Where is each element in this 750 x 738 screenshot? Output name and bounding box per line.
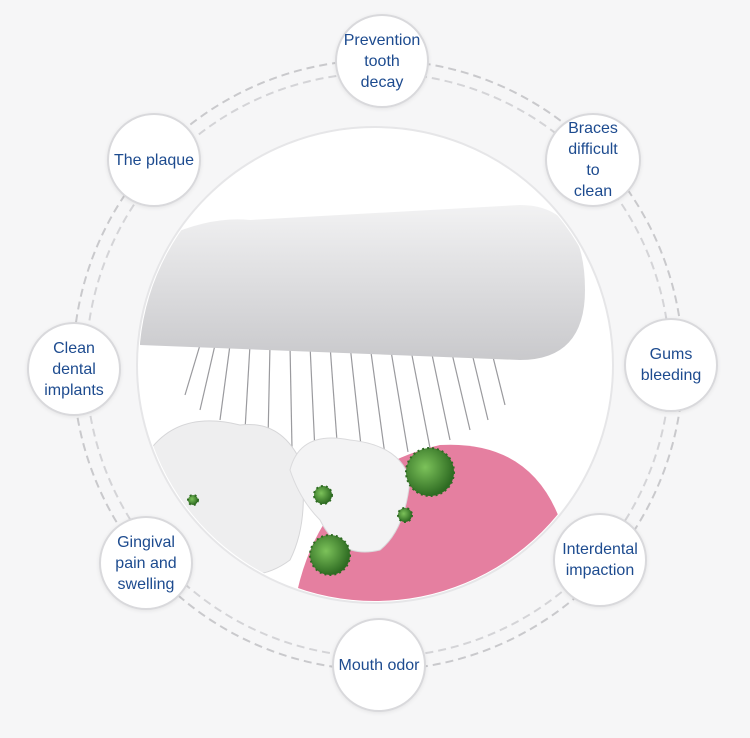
label-the-plaque: The plaque bbox=[107, 113, 201, 207]
label-braces: Braces difficult to clean bbox=[545, 113, 641, 207]
label-gums-bleeding: Gums bleeding bbox=[624, 318, 718, 412]
brush-head bbox=[140, 205, 585, 360]
label-prevention-tooth-decay: Prevention tooth decay bbox=[335, 14, 429, 108]
label-gingival-pain: Gingival pain and swelling bbox=[99, 516, 193, 610]
label-interdental-impaction: Interdental impaction bbox=[553, 513, 647, 607]
label-mouth-odor: Mouth odor bbox=[332, 618, 426, 712]
virus-icons bbox=[187, 447, 455, 576]
label-clean-dental-implants: Clean dental implants bbox=[27, 322, 121, 416]
bristles bbox=[184, 344, 506, 456]
